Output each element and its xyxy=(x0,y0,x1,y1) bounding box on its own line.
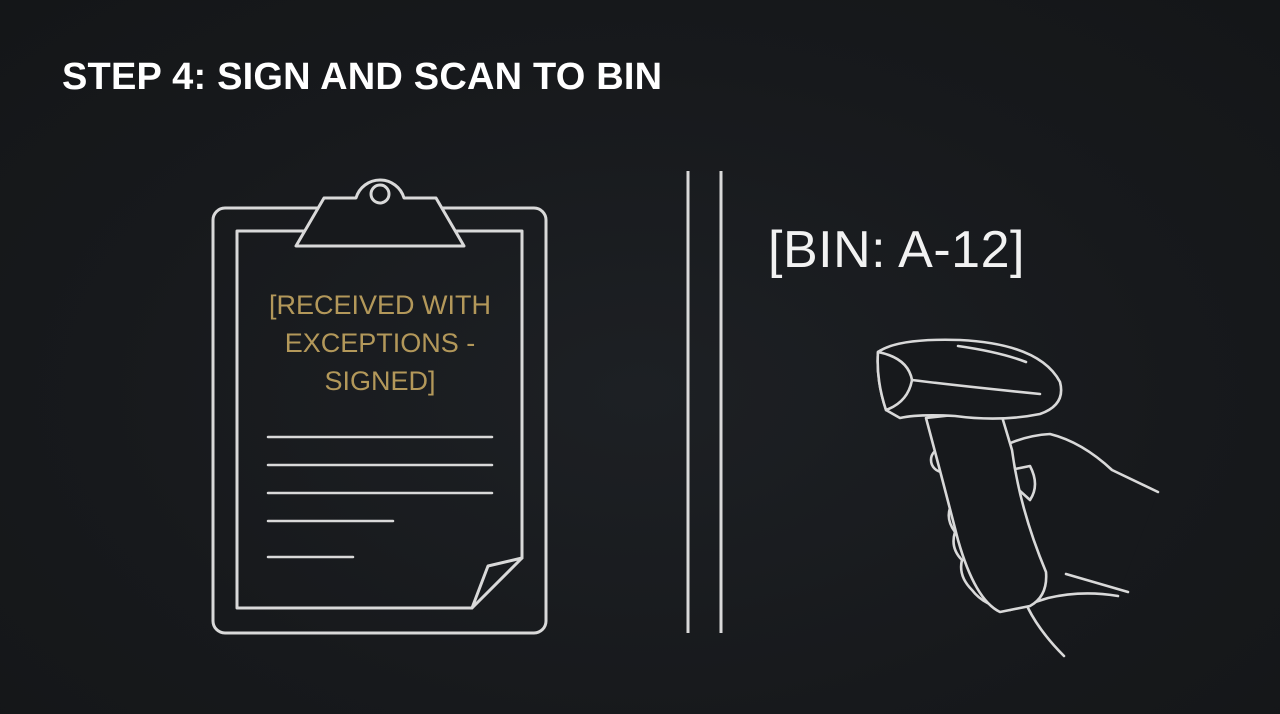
scanner-cord xyxy=(1026,606,1066,658)
clip-hole xyxy=(369,183,391,205)
scanner-window xyxy=(876,350,914,412)
clipboard-paper xyxy=(235,229,524,610)
scanner-highlight xyxy=(956,344,1028,364)
document-status-line: EXCEPTIONS - xyxy=(284,328,476,358)
barcode-scanner-icon xyxy=(876,338,1066,658)
bin-edge xyxy=(686,171,723,633)
hand-wrist-line xyxy=(1064,572,1130,594)
document-status-text: [RECEIVED WITH EXCEPTIONS - SIGNED] xyxy=(248,286,512,400)
clipboard-icon xyxy=(211,178,548,635)
step-title: STEP 4: SIGN AND SCAN TO BIN xyxy=(62,56,663,98)
page-curl xyxy=(470,556,524,610)
clipboard-clip xyxy=(294,178,466,248)
document-status-line: [RECEIVED WITH xyxy=(268,290,491,320)
scanner-seam xyxy=(910,378,1042,396)
clipboard-board xyxy=(211,206,548,635)
document-status-line: SIGNED] xyxy=(324,366,436,396)
document-lines xyxy=(266,435,494,559)
scanner-handle xyxy=(924,408,1048,614)
bin-label: [BIN: A-12] xyxy=(768,221,1025,279)
